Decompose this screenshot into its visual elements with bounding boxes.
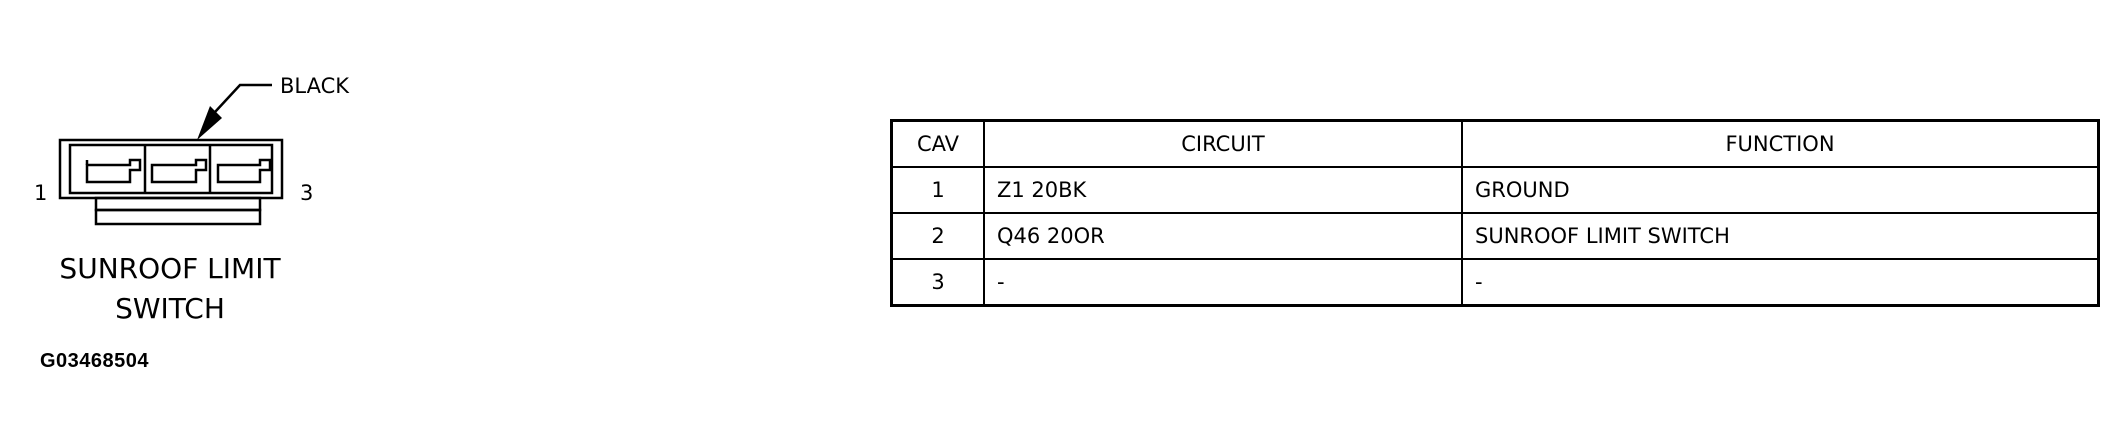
- figure-id: G03468504: [40, 350, 150, 372]
- cell-cav: 1: [890, 166, 985, 214]
- connector-name-line1: SUNROOF LIMIT: [59, 252, 281, 285]
- header-function: FUNCTION: [1461, 119, 2100, 168]
- connector-body: [58, 138, 284, 226]
- table-row: 1 Z1 20BK GROUND: [890, 166, 2100, 214]
- table-row: 3 - -: [890, 258, 2100, 307]
- table-row: 2 Q46 20OR SUNROOF LIMIT SWITCH: [890, 212, 2100, 260]
- connector-diagram: BLACK 1 3 SUNROOF LIMIT SWITCH: [34, 74, 350, 325]
- pin-left-label: 1: [34, 181, 47, 205]
- header-circuit: CIRCUIT: [983, 119, 1463, 168]
- cell-function: GROUND: [1461, 166, 2100, 214]
- callout-arrow: [214, 83, 272, 113]
- cell-circuit: -: [983, 258, 1463, 307]
- cell-cav: 2: [890, 212, 985, 260]
- cell-function: SUNROOF LIMIT SWITCH: [1461, 212, 2100, 260]
- connector-name-line2: SWITCH: [115, 292, 225, 325]
- cell-circuit: Z1 20BK: [983, 166, 1463, 214]
- table-header-row: CAV CIRCUIT FUNCTION: [890, 119, 2100, 168]
- color-callout-label: BLACK: [280, 74, 350, 98]
- pin-right-label: 3: [300, 181, 313, 205]
- callout-arrowhead: [197, 106, 222, 140]
- cell-function: -: [1461, 258, 2100, 307]
- pin-table: CAV CIRCUIT FUNCTION 1 Z1 20BK GROUND 2 …: [890, 119, 2100, 307]
- header-cav: CAV: [890, 119, 985, 168]
- cell-cav: 3: [890, 258, 985, 307]
- cell-circuit: Q46 20OR: [983, 212, 1463, 260]
